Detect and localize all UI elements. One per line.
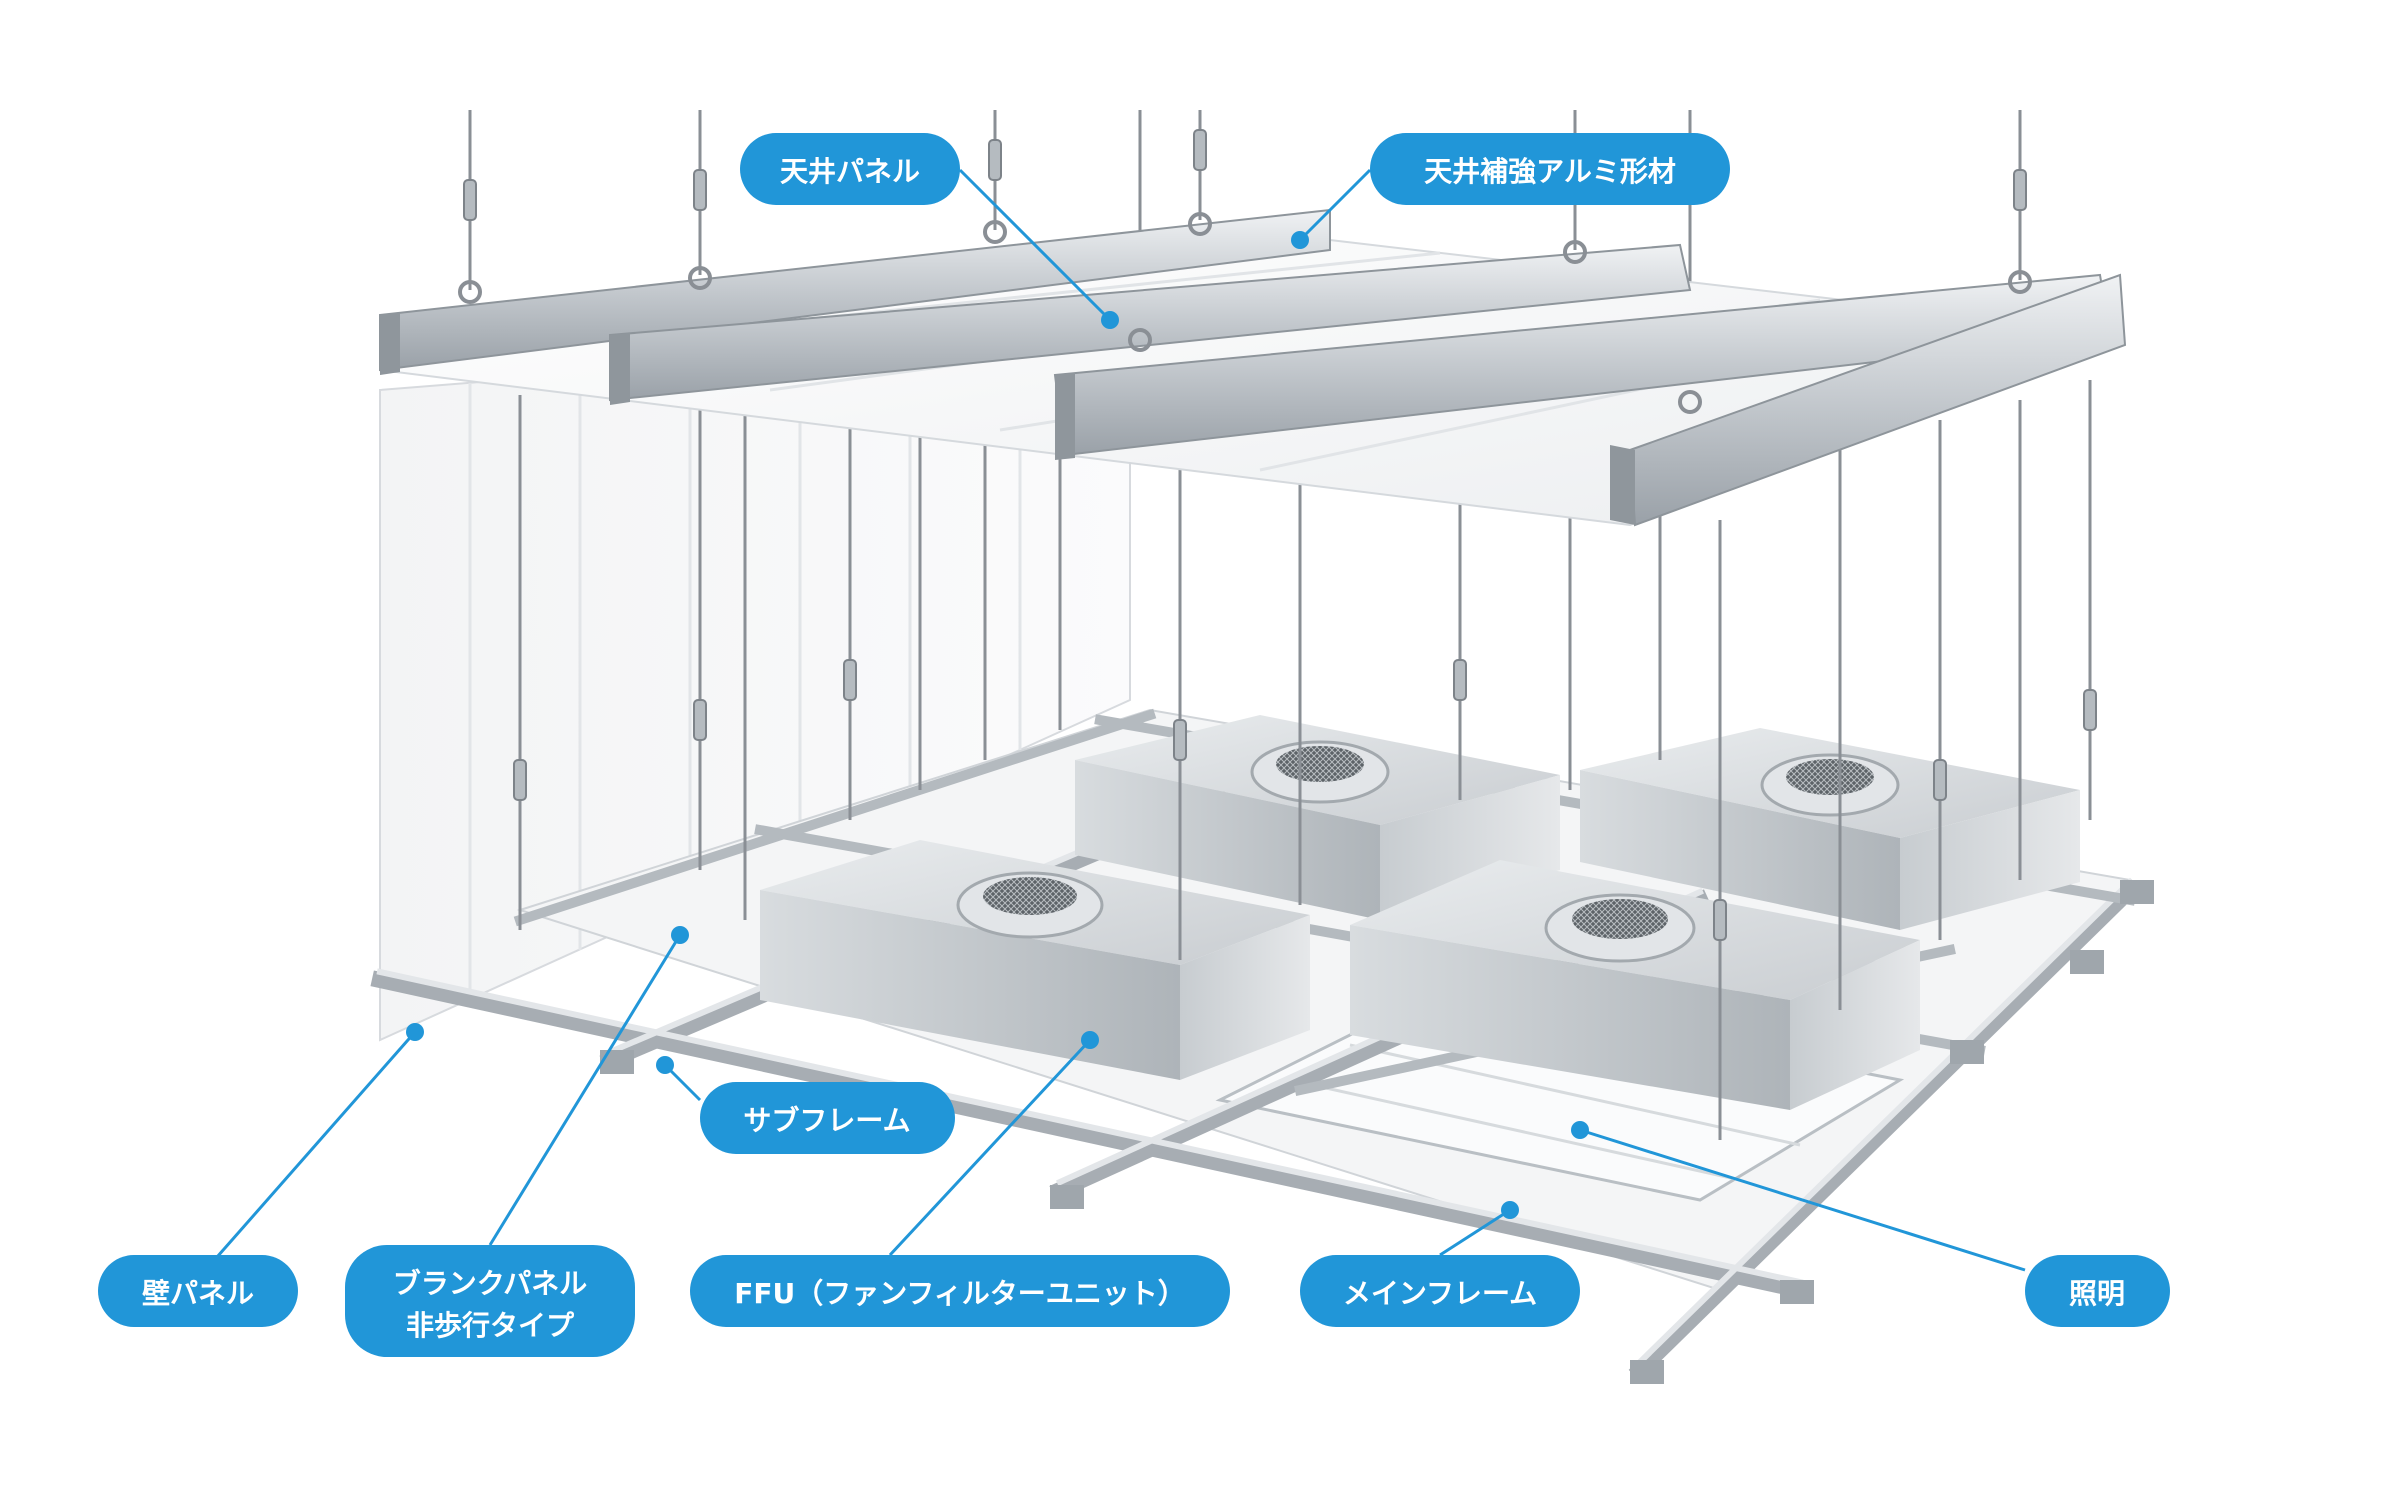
callout-leaders (208, 168, 2026, 1272)
reinforcement-profile (1610, 273, 2127, 527)
callout-ceiling-panel: 天井パネル (740, 133, 960, 205)
ffu-unit (1350, 860, 1920, 1110)
ceiling-illustration (379, 208, 2127, 527)
callout-ceiling-reinforcement: 天井補強アルミ形材 (1370, 133, 1730, 205)
blank-panel-label-line2: 非歩行タイプ (406, 1309, 575, 1342)
ffu-illustrations (760, 715, 2080, 1110)
ffu-unit (760, 840, 1310, 1080)
reinforcement-profile (379, 208, 1331, 375)
reinforcement-profile (1053, 273, 2112, 460)
reinforcement-profile (609, 243, 1692, 405)
ceiling-reinforcement-label: 天井補強アルミ形材 (1424, 155, 1676, 188)
callout-blank-panel: ブランクパネル 非歩行タイプ (345, 1245, 635, 1357)
wall-panel-illustration (379, 328, 1131, 1042)
ffu-unit (1580, 728, 2080, 930)
ffu-unit (1075, 715, 1560, 920)
callout-lighting: 照明 (2025, 1255, 2170, 1327)
lighting-label: 照明 (2069, 1277, 2125, 1310)
main-frame-label: メインフレーム (1343, 1277, 1537, 1310)
ceiling-panel-label: 天井パネル (780, 155, 920, 188)
hanger-wires (468, 110, 2092, 1140)
callout-wall-panel: 壁パネル (98, 1255, 298, 1327)
turnbuckles (463, 129, 2097, 941)
wall-panel-label: 壁パネル (142, 1277, 254, 1310)
ffu-label: FFU（ファンフィルターユニット） (734, 1277, 1186, 1310)
callout-sub-frame: サブフレーム (700, 1082, 955, 1154)
callout-main-frame: メインフレーム (1300, 1255, 1580, 1327)
blank-panel-label-line1: ブランクパネル (393, 1267, 588, 1300)
callout-ffu: FFU（ファンフィルターユニット） (690, 1255, 1230, 1327)
sub-frame-label: サブフレーム (743, 1104, 910, 1137)
